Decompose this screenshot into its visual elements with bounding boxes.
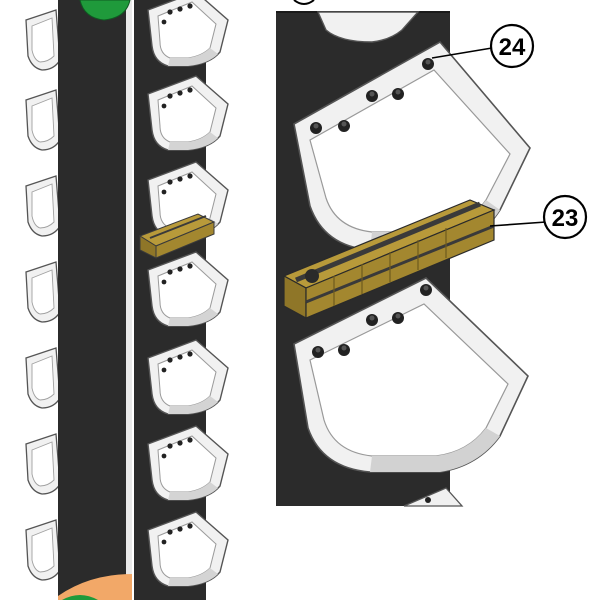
head-pulley <box>79 0 131 21</box>
small-bucket <box>147 0 229 67</box>
belt-clamp <box>282 199 496 320</box>
callout-24-label: 24 <box>499 34 526 61</box>
detail-view <box>276 11 531 507</box>
bolt-group <box>310 58 434 134</box>
lower-bucket <box>293 277 529 473</box>
tail-pulley-housing <box>58 574 132 600</box>
left-elevator-column <box>25 0 229 600</box>
small-belt-clamp <box>138 213 216 259</box>
callout-23-label: 23 <box>552 205 579 232</box>
partial-callout <box>293 0 315 5</box>
side-bucket-row <box>25 9 61 581</box>
callout-23: 23 <box>489 194 588 240</box>
tail-pulley <box>62 595 98 600</box>
return-belt <box>58 0 130 600</box>
bolt-group <box>312 284 432 358</box>
callout-24: 24 <box>431 23 535 69</box>
